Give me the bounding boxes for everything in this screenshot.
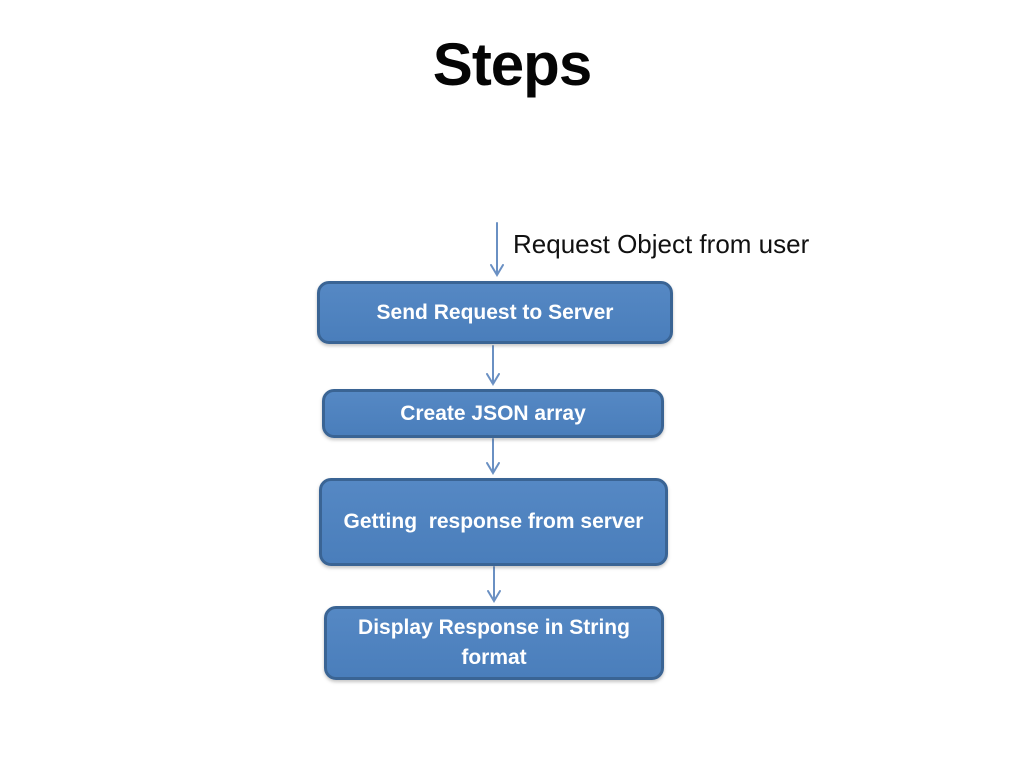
flow-step-getting-response: Getting response from server xyxy=(319,478,668,566)
flow-annotation: Request Object from user xyxy=(513,229,810,259)
down-arrow-icon xyxy=(486,345,500,386)
flow-step-create-json-array: Create JSON array xyxy=(322,389,664,438)
flow-step-display-response: Display Response in String format xyxy=(324,606,664,680)
down-arrow-icon xyxy=(486,438,500,475)
down-arrow-icon xyxy=(487,566,501,603)
flow-step-send-request: Send Request to Server xyxy=(317,281,673,344)
down-arrow-icon xyxy=(490,222,504,277)
slide-title: Steps xyxy=(432,31,592,98)
